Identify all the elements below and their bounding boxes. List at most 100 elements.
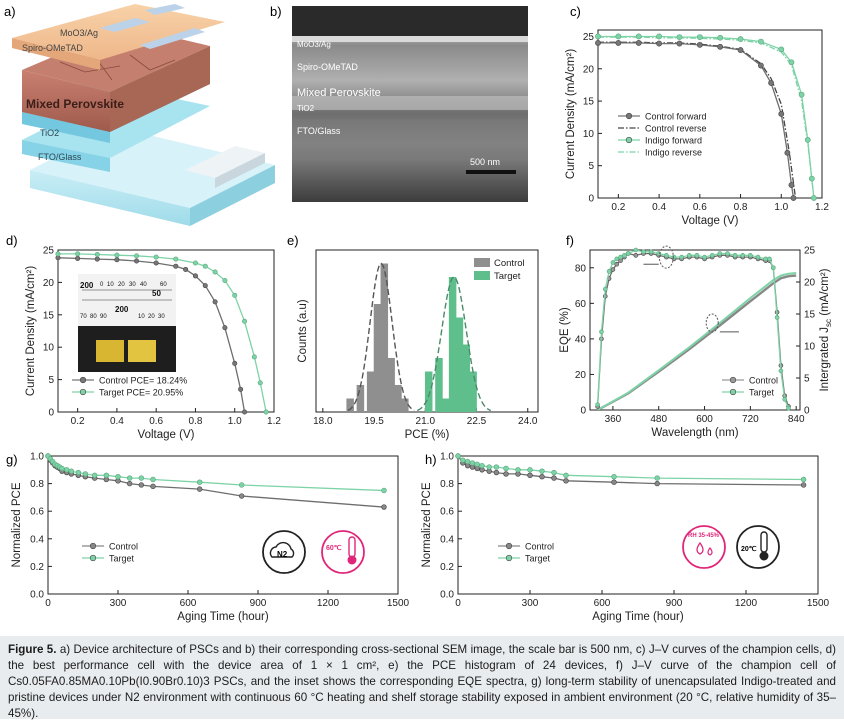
control-point [222,325,228,331]
y2-tick-label: 5 [804,374,810,385]
sem-label-tio2: TiO2 [297,104,315,113]
x-tick-label: 600 [180,598,197,609]
x-axis-label: Aging Time (hour) [177,611,269,623]
target-point [59,465,65,472]
indigo-forward-point [615,33,622,40]
control-forward-point [615,40,622,46]
y-tick-label: 0.6 [440,507,454,518]
target-point [153,254,159,260]
target-point [55,251,61,257]
y-tick-label: 15 [43,310,55,321]
panel-c-letter: c) [570,4,581,19]
control-point [654,480,660,487]
layer-label-perovskite: Mixed Perovskite [26,97,124,111]
control-bar [387,358,395,412]
control-forward-point [717,43,724,50]
target-point [460,457,466,463]
control-point [232,360,238,366]
ruler-label: 90 [100,314,107,320]
target-point [134,253,140,259]
y-tick-label: 60 [575,299,587,310]
ruler-label: 200 [115,305,129,314]
target-point [263,409,269,415]
legend-target-marker [89,554,97,562]
target-point [515,467,521,473]
fto-contact [185,146,265,178]
target-eqe-point [755,254,761,260]
target-eqe-point [602,286,608,292]
target-point [563,472,569,479]
control-bar [366,371,375,412]
control-eqe-point [610,267,616,272]
control-bar [373,304,382,412]
x-tick-label: 0 [45,598,51,609]
x-tick-label: 900 [666,598,683,609]
sem-label-fto: FTO/Glass [297,126,341,136]
target-point [75,251,81,257]
target-point [486,464,492,470]
x-tick-label: 0.6 [149,416,163,427]
target-point [654,475,660,481]
plot-frame [57,249,275,413]
x-tick-label: 22.5 [467,416,487,427]
caption-text: a) Device architecture of PSCs and b) th… [8,643,836,720]
plot-frame [597,29,823,199]
target-point [257,380,263,386]
target-eqe-point [610,260,616,265]
control-point [539,474,545,480]
target-line [457,455,804,481]
legend-target-marker [729,388,737,396]
control-point [134,258,140,264]
caption-figure-label: Figure 5. [8,643,57,656]
legend-target-marker [79,388,87,396]
ruler-label: 30 [158,314,165,320]
target-eqe-point [717,251,723,256]
x-tick-label: 0.2 [71,416,85,427]
y-tick-label: 0.0 [30,590,44,601]
y2-tick-label: 0 [804,406,810,417]
layer-label-spiro: Spiro-OMeTAD [22,43,83,53]
target-bar [424,371,433,412]
indigo-forward-point [696,34,703,41]
target-eqe-point [679,254,684,260]
legend-target-label: Target [494,271,521,282]
target-bar [455,317,464,412]
target-eqe-point [686,253,692,258]
temperature-60c-label: 60℃ [326,544,342,552]
x-tick-label: 600 [594,598,611,609]
control-forward-point [656,40,662,47]
y-tick-label: 1.0 [30,452,44,463]
layer-label-tio2: TiO2 [40,128,59,138]
ruler-label: 20 [118,282,125,288]
indigo-forward-point [737,36,744,42]
target-point [115,474,121,480]
target-eqe-point [622,253,627,258]
target-eqe-point [778,368,784,374]
x-tick-label: 720 [742,414,759,425]
y-tick-label: 0.4 [30,534,44,545]
device-cell-1 [96,340,124,362]
temperature-20c-label: 20℃ [741,545,757,553]
glass-side [190,165,275,226]
y-tick-label: 25 [583,32,595,43]
y-axis-label: Normalized PCE [421,482,433,567]
indigo-forward-point [788,59,795,66]
y-tick-label: 20 [583,64,595,75]
control-point [527,472,533,479]
y-tick-label: 15 [583,97,595,108]
control-bar [401,398,409,412]
control-point [75,255,81,261]
humidity-icon [682,525,726,569]
target-point [222,277,228,283]
legend-control-marker [729,376,737,384]
control-point [800,482,807,488]
target-eqe-point [671,254,677,260]
plot-frame [589,249,801,411]
y2-axis-label: Intergrated Jsc (mA/cm²) [819,268,833,391]
plot-frame [457,455,819,595]
target-eqe-point [709,253,715,258]
panel-d-inset-photo: 200 0 10 20 30 40 60 50 70 80 90 200 10 … [78,274,176,372]
y-tick-label: 5 [588,161,594,172]
